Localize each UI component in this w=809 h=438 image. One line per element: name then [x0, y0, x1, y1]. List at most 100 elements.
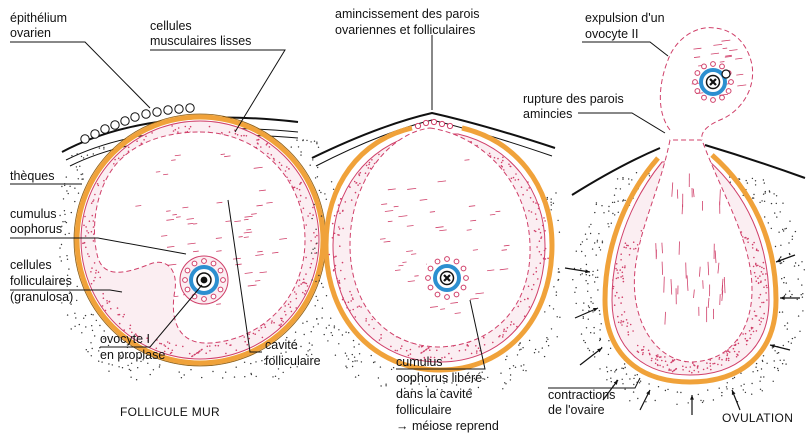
corona-cell	[192, 261, 197, 266]
stroma-dot	[789, 221, 790, 222]
stroma-dot	[523, 370, 524, 371]
granulosa-cell	[502, 336, 504, 338]
granulosa-cell	[98, 271, 100, 273]
stroma-dot	[707, 389, 708, 390]
granulosa-cell	[305, 290, 307, 292]
granulosa-cell	[427, 347, 429, 349]
stroma-dot	[79, 166, 80, 167]
stroma-dot	[602, 241, 603, 242]
stroma-dot	[590, 332, 591, 333]
granulosa-cell	[305, 273, 307, 275]
stroma-dot	[778, 370, 779, 371]
label-rupture-1: rupture des parois	[523, 92, 624, 106]
stroma-dot	[275, 376, 276, 377]
granulosa-cell	[296, 298, 298, 300]
granulosa-cell	[285, 314, 287, 316]
stroma-dot	[629, 378, 630, 379]
free-cumulus	[423, 254, 471, 302]
stroma-dot	[587, 291, 588, 292]
granulosa-cell	[641, 230, 643, 232]
stroma-dot	[515, 367, 516, 368]
stroma-dot	[79, 324, 80, 325]
granulosa-cell	[689, 371, 691, 373]
stroma-dot	[71, 328, 72, 329]
stroma-dot	[586, 264, 587, 265]
stroma-dot	[78, 178, 79, 179]
granulosa-cell	[161, 343, 163, 345]
granulosa-cell	[616, 292, 618, 294]
stroma-dot	[757, 370, 758, 371]
stroma-dot	[772, 347, 773, 348]
granulosa-cell	[280, 323, 282, 325]
granulosa-cell	[539, 240, 541, 242]
stroma-dot	[510, 374, 511, 375]
granulosa-cell	[128, 147, 130, 149]
stroma-dot	[784, 277, 785, 278]
granulosa-cell	[246, 135, 248, 137]
granulosa-cell	[685, 367, 687, 369]
stroma-dot	[667, 389, 668, 390]
granulosa-cell	[756, 249, 758, 251]
granulosa-cell	[194, 354, 196, 356]
granulosa-cell	[518, 179, 520, 181]
stroma-dot	[78, 193, 79, 194]
stroma-dot	[77, 286, 78, 287]
granulosa-cell	[284, 311, 286, 313]
stroma-dot	[601, 323, 602, 324]
granulosa-cell	[380, 337, 382, 339]
granulosa-cell	[665, 361, 667, 363]
stroma-dot	[326, 199, 327, 200]
granulosa-cell	[617, 316, 619, 318]
stroma-dot	[83, 157, 84, 158]
granulosa-cell	[163, 344, 165, 346]
stroma-dot	[677, 391, 678, 392]
granulosa-cell	[502, 160, 504, 162]
corona-cell	[454, 259, 459, 264]
stroma-dot	[801, 294, 802, 295]
stroma-dot	[331, 332, 332, 333]
stroma-dot	[798, 265, 799, 266]
granulosa-cell	[752, 318, 754, 320]
granulosa-cell	[618, 297, 620, 299]
epithelial-cell	[175, 105, 183, 113]
granulosa-cell	[237, 134, 239, 136]
stroma-dot	[68, 193, 69, 194]
epithelial-cell	[111, 121, 119, 129]
stroma-dot	[62, 221, 63, 222]
granulosa-cell	[93, 199, 95, 201]
label-epithelium-2: ovarien	[10, 26, 51, 40]
granulosa-cell	[368, 324, 370, 326]
granulosa-cell	[83, 242, 85, 244]
stroma-dot	[529, 340, 530, 341]
fluid-streak	[216, 304, 221, 305]
fluid-streak	[723, 48, 728, 49]
corona-cell	[693, 80, 698, 85]
stroma-dot	[108, 363, 109, 364]
granulosa-cell	[117, 307, 119, 309]
stroma-dot	[378, 377, 379, 378]
granulosa-cell	[294, 291, 296, 293]
granulosa-cell	[303, 208, 305, 210]
granulosa-cell	[621, 314, 623, 316]
granulosa-cell	[738, 351, 740, 353]
stroma-dot	[302, 323, 303, 324]
label-cumulus-libere-3: dans la cavité	[396, 387, 472, 401]
fluid-streak	[244, 219, 249, 220]
stroma-dot	[721, 392, 722, 393]
stroma-dot	[374, 361, 375, 362]
stroma-dot	[137, 367, 138, 368]
granulosa-cell	[291, 311, 293, 313]
granulosa-cell	[182, 346, 184, 348]
stroma-dot	[345, 366, 346, 367]
stroma-dot	[752, 371, 753, 372]
stroma-dot	[781, 278, 782, 279]
corona-cell	[428, 285, 433, 290]
granulosa-cell	[106, 300, 108, 302]
granulosa-cell	[288, 168, 290, 170]
stroma-dot	[93, 153, 94, 154]
granulosa-cell	[540, 262, 542, 264]
granulosa-cell	[172, 350, 174, 352]
stroma-dot	[179, 371, 180, 372]
stroma-dot	[190, 369, 191, 370]
